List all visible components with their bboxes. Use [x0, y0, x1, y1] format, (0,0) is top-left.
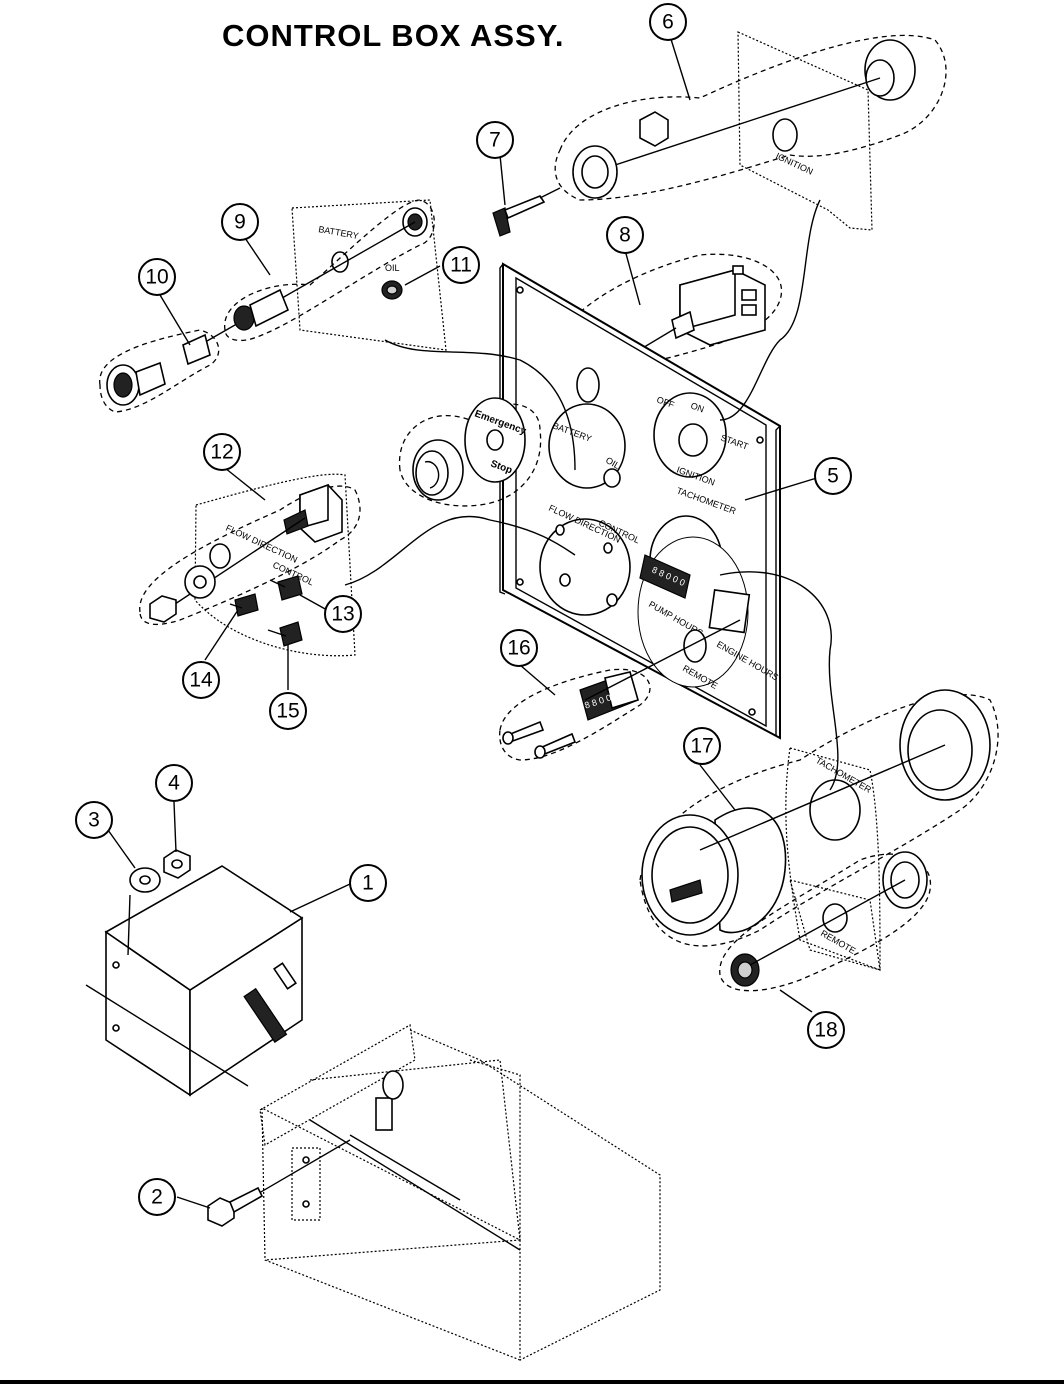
- callout-13-label: 13: [331, 603, 354, 626]
- callout-4: 4: [155, 764, 193, 802]
- callout-4-label: 4: [168, 772, 180, 795]
- callout-13: 13: [324, 595, 362, 633]
- control-panel-plate: BATTERY OIL OFF ON START IGNITION TACHOM…: [499, 262, 781, 740]
- control-box: [85, 865, 304, 1097]
- callout-11-label: 11: [450, 254, 472, 277]
- ignition-switch-group: IGNITION: [554, 31, 947, 231]
- callout-7: 7: [476, 121, 514, 159]
- callout-5-label: 5: [827, 465, 839, 488]
- callout-8: 8: [606, 216, 644, 254]
- callout-16-label: 16: [507, 637, 530, 660]
- callout-5: 5: [814, 457, 852, 495]
- callout-14-label: 14: [189, 669, 213, 692]
- diagram-title: CONTROL BOX ASSY.: [222, 18, 565, 53]
- bolt: [207, 1186, 264, 1227]
- callout-6: 6: [649, 3, 687, 41]
- callout-10-label: 10: [145, 266, 168, 289]
- on-label: ON: [689, 400, 705, 414]
- ignition-key: [492, 187, 561, 237]
- callout-2-label: 2: [151, 1186, 163, 1209]
- tachometer-group: TACHOMETER: [639, 689, 999, 971]
- callout-18-label: 18: [814, 1019, 837, 1042]
- wires: [344, 199, 839, 791]
- callout-9: 9: [221, 203, 259, 241]
- leader-lines: [107, 35, 821, 1209]
- ignition-plate-label: IGNITION: [774, 151, 814, 177]
- callout-1-label: 1: [362, 872, 374, 895]
- toggle-switches-group: FLOW DIRECTION CONTROL: [139, 473, 361, 657]
- mounting-frame: [229, 1024, 661, 1361]
- callout-2: 2: [138, 1178, 176, 1216]
- callout-17: 17: [683, 727, 721, 765]
- callout-12-label: 12: [210, 441, 233, 464]
- callout-6-label: 6: [662, 11, 674, 34]
- callout-9-label: 9: [234, 211, 246, 234]
- callout-15-label: 15: [276, 700, 299, 723]
- callout-1: 1: [349, 864, 387, 902]
- emergency-stop-group: Emergency Stop: [398, 397, 542, 507]
- callout-17-label: 17: [690, 735, 713, 758]
- callout-7-label: 7: [489, 129, 501, 152]
- callout-10: 10: [138, 258, 176, 296]
- callout-11: 11: [442, 246, 480, 284]
- callout-15: 15: [269, 692, 307, 730]
- callout-14: 14: [182, 661, 220, 699]
- hour-meter-group: 8 8 0 0: [499, 619, 741, 761]
- battery-oil-lamps-group: BATTERY OIL: [99, 199, 447, 413]
- washer-nut: [129, 849, 191, 893]
- callout-3: 3: [75, 801, 113, 839]
- callout-12: 12: [203, 433, 241, 471]
- bottom-rule: [0, 1380, 1064, 1384]
- callout-3-label: 3: [88, 809, 100, 832]
- callout-16: 16: [500, 629, 538, 667]
- battery-plate-label: BATTERY: [318, 224, 360, 241]
- oil-plate-label: OIL: [385, 263, 400, 273]
- callout-18: 18: [807, 1011, 845, 1049]
- callout-8-label: 8: [619, 224, 631, 247]
